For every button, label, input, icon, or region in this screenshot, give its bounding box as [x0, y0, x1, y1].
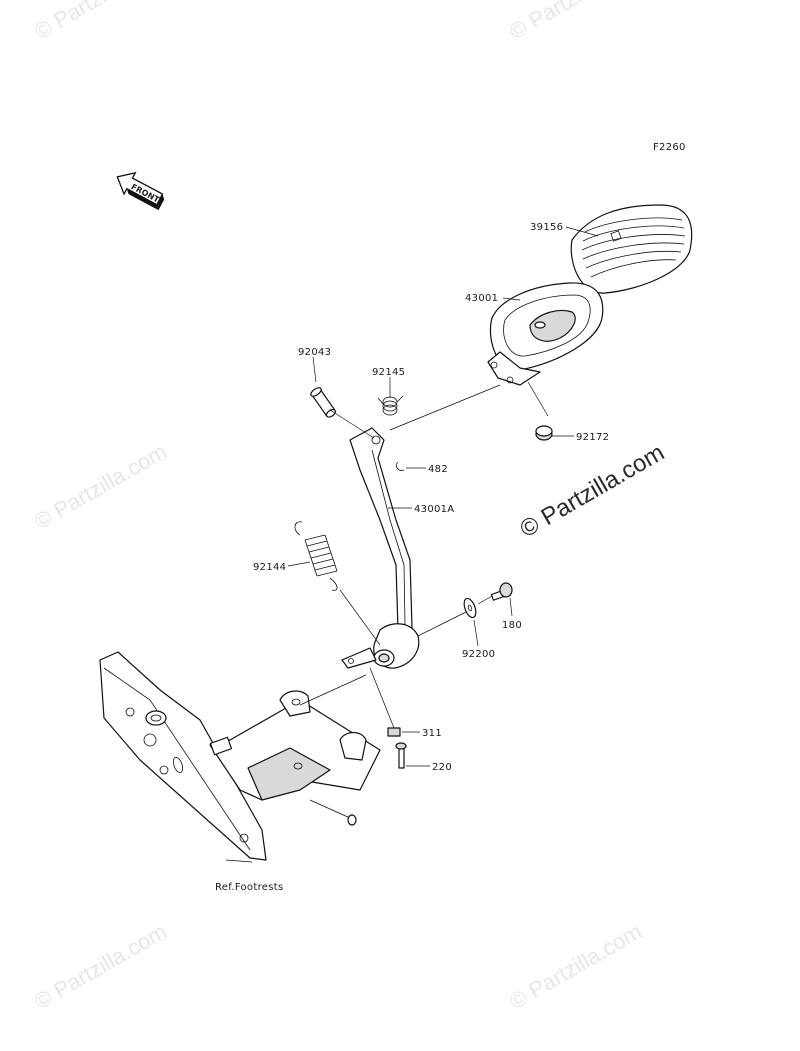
label-180: 180: [502, 620, 522, 631]
watermark-top-right: © Partzilla.com: [505, 0, 646, 44]
front-direction-icon: FRONT: [116, 171, 165, 211]
label-482: 482: [428, 464, 448, 475]
diagram-code: F2260: [653, 142, 686, 153]
brake-pedal-arm: [341, 427, 420, 669]
clip-482: [396, 461, 405, 471]
label-43001A: 43001A: [414, 504, 454, 515]
label-311: 311: [422, 728, 442, 739]
bolt-180: [490, 582, 513, 601]
collar-311: [387, 727, 401, 737]
pedal-pad-bracket: [487, 282, 604, 386]
washer-92200: [463, 597, 477, 619]
label-92144: 92144: [253, 562, 286, 573]
label-39156: 39156: [530, 222, 563, 233]
watermark-top-left: © Partzilla.com: [30, 0, 171, 44]
label-92200: 92200: [462, 649, 495, 660]
torsion-spring-92145: [377, 395, 404, 416]
label-ref-footrests: Ref.Footrests: [215, 882, 283, 893]
main-watermark: © Partzilla.com: [516, 439, 670, 543]
watermark-bottom-right: © Partzilla.com: [505, 919, 646, 1015]
watermark-mid-left: © Partzilla.com: [30, 439, 171, 535]
label-43001: 43001: [465, 293, 498, 304]
assembly-lines: [225, 381, 549, 863]
pin-92043: [310, 387, 336, 418]
label-92172: 92172: [576, 432, 609, 443]
label-92145: 92145: [372, 367, 405, 378]
part-callouts: 39156 43001 92043 92145 92172 482 43001A…: [215, 222, 609, 893]
bolt-220: [395, 742, 407, 769]
nut-92172: [535, 425, 553, 441]
label-92043: 92043: [298, 347, 331, 358]
watermark-bottom-left: © Partzilla.com: [30, 919, 171, 1015]
label-220: 220: [432, 762, 452, 773]
footrest-bracket: [99, 651, 381, 861]
extension-spring-92144: [294, 521, 338, 591]
pedal-pad-rubber: [570, 204, 693, 294]
